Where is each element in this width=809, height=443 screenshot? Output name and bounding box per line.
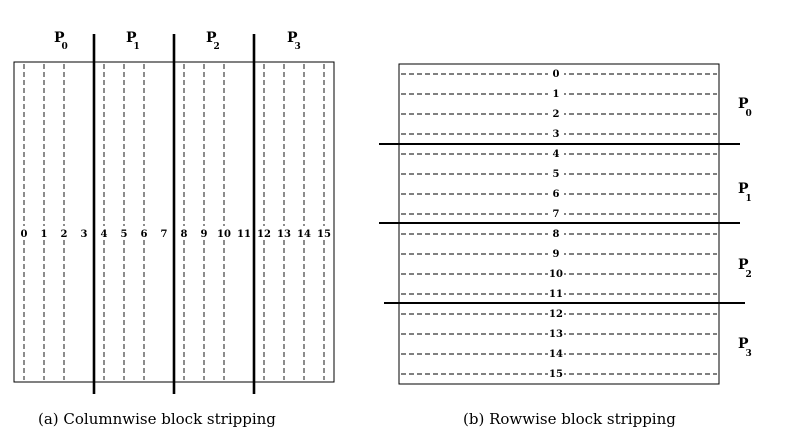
row-index-label: 11 [549,289,563,300]
row-index-label: 4 [553,149,560,160]
column-index-gap [36,226,52,239]
column-index-label: 9 [201,229,208,240]
row-index-gap [548,207,564,218]
column-index-label: 6 [141,229,148,240]
row-index-gap [548,327,564,338]
column-index-gap [136,226,152,239]
column-index-gap [156,226,172,239]
row-index-gap [548,267,564,278]
row-block-dividers [379,143,745,304]
row-index-gap [548,147,564,158]
row-index-gap [548,367,564,378]
column-index-gap [56,226,72,239]
column-index-label: 1 [41,229,48,240]
column-index-gap [196,226,212,239]
row-index-gap [548,127,564,138]
row-index-label: 12 [549,309,563,320]
column-block-dividers [92,34,256,394]
row-index-gap [548,67,564,78]
column-index-gap [296,226,312,239]
row-index-label: 1 [553,89,560,100]
column-index-gap [276,226,292,239]
column-index-label: 4 [101,229,108,240]
row-index-label: 6 [553,189,560,200]
column-index-label: 0 [21,229,28,240]
column-index-gap [76,226,92,239]
column-index-gap [96,226,112,239]
rowwise-caption: (b) Rowwise block stripping [463,410,676,428]
row-index-gap [548,347,564,358]
column-dashed-lines [23,64,325,380]
column-index-gap [176,226,192,239]
column-index-label: 14 [297,229,311,240]
row-index-gap [548,87,564,98]
row-index-gap [548,167,564,178]
row-index-label: 10 [549,269,563,280]
row-index-label: 9 [553,249,560,260]
row-index-label: 3 [553,129,560,140]
column-index-gap [236,226,252,239]
column-index-gap [316,226,332,239]
column-index-gap [256,226,272,239]
row-index-label: 15 [549,369,563,380]
row-dashed-lines [401,73,717,375]
row-index-label: 7 [553,209,560,220]
column-index-gap [216,226,232,239]
row-index-gap [548,307,564,318]
column-index-label: 13 [277,229,291,240]
row-index-gap [548,287,564,298]
row-index-gap [548,247,564,258]
column-index-label: 3 [81,229,88,240]
column-index-label: 10 [217,229,231,240]
column-index-label: 15 [317,229,331,240]
row-index-gap [548,107,564,118]
row-index-label: 5 [553,169,560,180]
row-index-gap [548,187,564,198]
column-index-label: 2 [61,229,68,240]
row-index-label: 8 [553,229,560,240]
column-index-label: 12 [257,229,271,240]
row-index-gap [548,227,564,238]
column-index-label: 11 [237,229,251,240]
row-index-label: 13 [549,329,563,340]
column-index-gap [116,226,132,239]
row-index-label: 0 [553,69,560,80]
column-index-label: 5 [121,229,128,240]
columnwise-caption: (a) Columnwise block stripping [38,410,276,428]
column-index-label: 7 [161,229,168,240]
row-index-label: 14 [549,349,563,360]
row-index-label: 2 [553,109,560,120]
column-index-gap [16,226,32,239]
column-index-label: 8 [181,229,188,240]
